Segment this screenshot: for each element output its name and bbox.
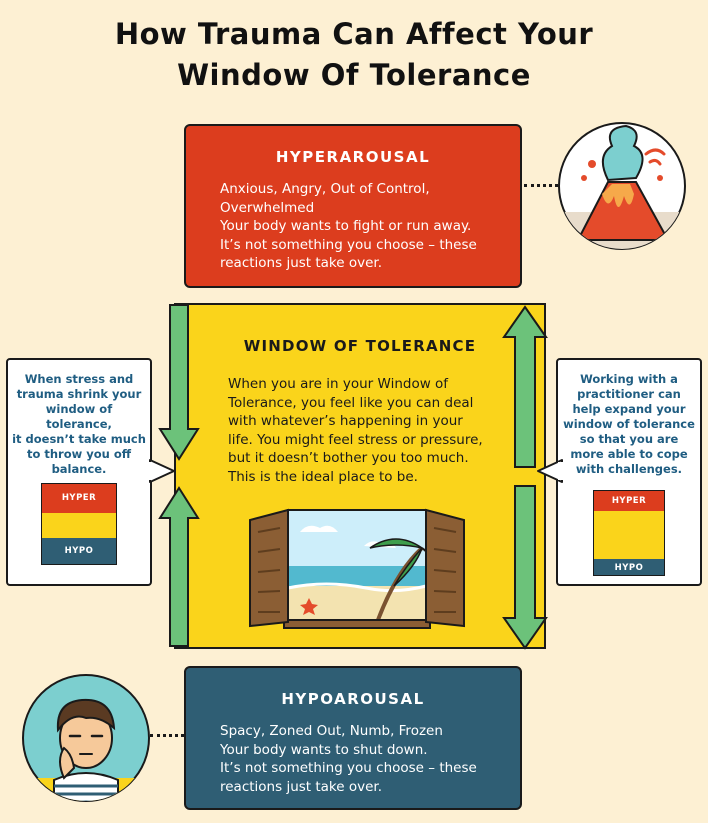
- hyperarousal-box: HYPERAROUSAL Anxious, Angry, Out of Cont…: [184, 124, 522, 288]
- right-mini-hyper: [594, 491, 664, 511]
- title-line-2: Window Of Tolerance: [177, 58, 531, 92]
- left-mini-window: HYPER HYPO: [41, 483, 117, 565]
- hypoarousal-box: HYPOAROUSAL Spacy, Zoned Out, Numb, Froz…: [184, 666, 522, 810]
- left-note-pointer: [147, 459, 175, 483]
- window-of-tolerance-box: WINDOW OF TOLERANCE When you are in your…: [174, 303, 546, 649]
- right-mini-window: HYPER HYPO: [593, 490, 665, 576]
- right-mini-hypo-label: HYPO: [614, 563, 644, 573]
- window-title: WINDOW OF TOLERANCE: [243, 337, 477, 355]
- right-mini-hypo: [594, 559, 664, 575]
- left-note-box: When stress and trauma shrink your windo…: [6, 358, 152, 586]
- left-mini-hypo-label: HYPO: [64, 546, 94, 556]
- hyper-connector: [524, 184, 558, 187]
- hyperarousal-body: Anxious, Angry, Out of Control, Overwhel…: [220, 181, 477, 271]
- right-mini-window-zone: [594, 511, 664, 559]
- open-window-icon: [249, 508, 465, 629]
- volcano-icon: [558, 122, 686, 250]
- right-arrow-down-icon: [502, 485, 548, 650]
- left-arrow-down-icon: [158, 304, 200, 461]
- left-arrow-up-icon: [158, 486, 200, 647]
- hypoarousal-title: HYPOAROUSAL: [281, 690, 425, 708]
- left-mini-window-zone: [42, 513, 116, 538]
- left-note-text: When stress and trauma shrink your windo…: [12, 372, 146, 476]
- right-note-pointer: [537, 459, 564, 483]
- page-title: How Trauma Can Affect Your Window Of Tol…: [0, 14, 708, 96]
- right-mini-hyper-label: HYPER: [611, 496, 647, 506]
- hypo-connector: [150, 734, 184, 737]
- window-body: When you are in your Window of Tolerance…: [228, 376, 483, 485]
- right-note-text: Working with a practitioner can help exp…: [563, 372, 695, 476]
- hyperarousal-title: HYPERAROUSAL: [275, 148, 431, 166]
- right-note-box: Working with a practitioner can help exp…: [556, 358, 702, 586]
- right-arrow-up-icon: [502, 305, 548, 468]
- bored-person-icon: [22, 674, 150, 802]
- title-line-1: How Trauma Can Affect Your: [114, 17, 594, 51]
- left-mini-hyper: [42, 484, 116, 513]
- hypoarousal-body: Spacy, Zoned Out, Numb, Frozen Your body…: [220, 723, 477, 795]
- left-mini-hyper-label: HYPER: [61, 493, 97, 503]
- left-mini-hypo: [42, 538, 116, 564]
